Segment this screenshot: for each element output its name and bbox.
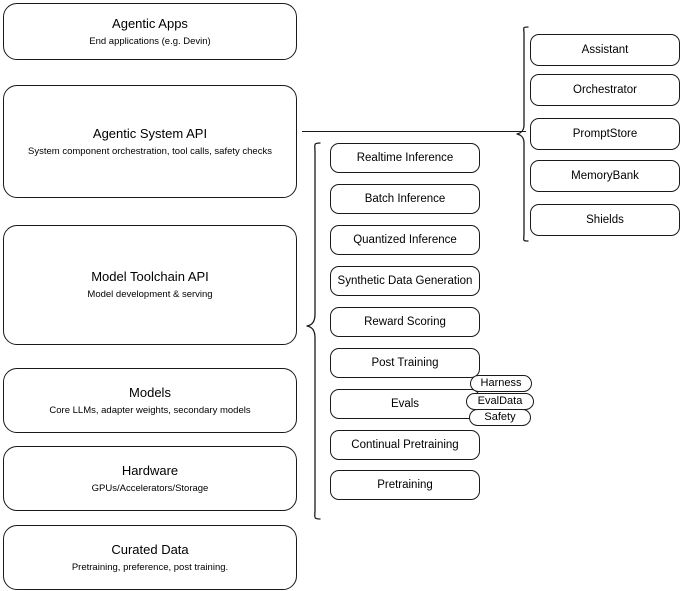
component-label: Batch Inference	[364, 193, 446, 205]
layer-title: Agentic Apps	[112, 15, 188, 31]
brace-toolchain-components	[306, 142, 321, 520]
layer-title: Agentic System API	[92, 125, 208, 141]
layer-subtitle: GPUs/Accelerators/Storage	[91, 482, 209, 494]
component-label: Evals	[390, 398, 420, 410]
component-box-reward-scoring[interactable]: Reward Scoring	[330, 307, 480, 337]
eval-badge-label: Safety	[484, 411, 516, 423]
layer-box-hardware[interactable]: Hardware GPUs/Accelerators/Storage	[3, 446, 297, 511]
connector-system-api-to-components	[302, 131, 526, 133]
component-label: Orchestrator	[573, 84, 637, 96]
component-box-batch-inference[interactable]: Batch Inference	[330, 184, 480, 214]
component-label: Reward Scoring	[364, 316, 446, 328]
component-label: Synthetic Data Generation	[337, 275, 473, 287]
layer-title: Models	[129, 384, 171, 400]
layer-title: Hardware	[121, 462, 179, 478]
component-box-evals[interactable]: Evals	[330, 389, 480, 419]
component-label: Shields	[586, 214, 624, 226]
component-label: Pretraining	[377, 479, 433, 491]
component-label: Continual Pretraining	[351, 439, 459, 451]
component-box-quantized-inference[interactable]: Quantized Inference	[330, 225, 480, 255]
component-label: Quantized Inference	[353, 234, 457, 246]
eval-badge-evaldata[interactable]: EvalData	[466, 393, 534, 410]
layer-subtitle: Pretraining, preference, post training.	[71, 561, 229, 573]
layer-box-curated-data[interactable]: Curated Data Pretraining, preference, po…	[3, 525, 297, 590]
component-box-synthetic-data-generation[interactable]: Synthetic Data Generation	[330, 266, 480, 296]
layer-title: Curated Data	[111, 541, 189, 557]
layer-box-model-toolchain-api[interactable]: Model Toolchain API Model development & …	[3, 225, 297, 345]
brace-system-components	[516, 26, 529, 242]
layer-subtitle: Core LLMs, adapter weights, secondary mo…	[49, 404, 251, 416]
component-box-shields[interactable]: Shields	[530, 204, 680, 236]
component-box-promptstore[interactable]: PromptStore	[530, 118, 680, 150]
component-label: Realtime Inference	[356, 152, 454, 164]
layer-box-agentic-apps[interactable]: Agentic Apps End applications (e.g. Devi…	[3, 3, 297, 60]
component-label: MemoryBank	[571, 170, 639, 182]
eval-badge-safety[interactable]: Safety	[469, 409, 531, 426]
component-label: PromptStore	[572, 128, 638, 140]
layer-subtitle: System component orchestration, tool cal…	[28, 145, 272, 157]
eval-badge-label: EvalData	[477, 395, 523, 407]
layer-box-models[interactable]: Models Core LLMs, adapter weights, secon…	[3, 368, 297, 433]
component-label: Post Training	[371, 357, 439, 369]
component-box-assistant[interactable]: Assistant	[530, 34, 680, 66]
layer-title: Model Toolchain API	[91, 269, 209, 284]
component-box-orchestrator[interactable]: Orchestrator	[530, 74, 680, 106]
layer-subtitle: End applications (e.g. Devin)	[89, 35, 211, 47]
layer-subtitle: Model development & serving	[87, 289, 213, 300]
component-box-memorybank[interactable]: MemoryBank	[530, 160, 680, 192]
eval-badge-label: Harness	[480, 377, 522, 389]
component-box-realtime-inference[interactable]: Realtime Inference	[330, 143, 480, 173]
component-label: Assistant	[581, 44, 629, 56]
eval-badge-harness[interactable]: Harness	[470, 375, 532, 392]
layer-box-agentic-system-api[interactable]: Agentic System API System component orch…	[3, 85, 297, 198]
component-box-continual-pretraining[interactable]: Continual Pretraining	[330, 430, 480, 460]
component-box-pretraining[interactable]: Pretraining	[330, 470, 480, 500]
component-box-post-training[interactable]: Post Training	[330, 348, 480, 378]
